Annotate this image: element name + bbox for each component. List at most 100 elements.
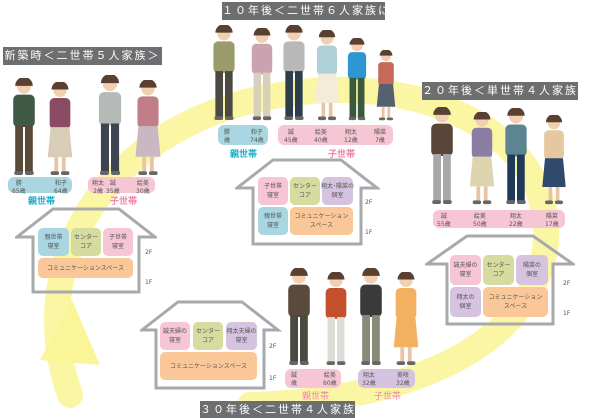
person-age: 7歳	[375, 137, 385, 144]
person-age: 60歳	[323, 380, 337, 387]
stage3-title: ２０年後＜単世帯４人家族に＞	[422, 82, 600, 100]
person-figure	[283, 25, 305, 121]
room-communication-space: コミュニケーションスペース	[160, 352, 257, 380]
person-age: 17歳	[545, 221, 559, 228]
person-figure	[505, 108, 527, 205]
person-name: 翔太	[344, 129, 357, 136]
floor-label: 1F	[269, 375, 277, 382]
floor-label: 1F	[563, 310, 571, 317]
person-age: 30歳	[136, 188, 150, 195]
person-age: 45歳	[284, 137, 298, 144]
person-figure	[360, 268, 382, 366]
stage2-title: １０年後＜二世帯６人家族に＞	[222, 2, 402, 20]
person-name: 陽菜	[545, 213, 558, 220]
room-parent-bedroom: 親世帯 寝室	[38, 228, 69, 256]
child-household-label: 子世帯	[328, 150, 356, 160]
person-age: 歳	[224, 137, 231, 144]
person-figure	[13, 78, 35, 176]
person-age: 2歳	[93, 188, 103, 195]
house-outline-icon	[235, 158, 380, 246]
person-name: 誠	[291, 372, 298, 379]
house-outline-icon	[425, 234, 575, 326]
person-figure	[325, 272, 347, 366]
child-household-label: 子世帯	[110, 197, 138, 207]
house-outline-icon	[140, 300, 282, 390]
room-son-couple-bedroom: 翔太夫婦の 寝室	[226, 322, 257, 350]
room-son-private: 翔太の 個室	[450, 287, 481, 317]
person-age: 74歳	[250, 137, 264, 144]
person-age: 50歳	[473, 221, 487, 228]
room-communication-space: コミュニケーション スペース	[290, 207, 353, 235]
room-parent-bedroom: 親世帯 寝室	[258, 207, 288, 235]
floor-label: 2F	[365, 199, 373, 206]
room-couple-bedroom: 誠夫婦の 寝室	[160, 322, 190, 350]
person-age: 22歳	[509, 221, 523, 228]
child-household-label: 子世帯	[374, 392, 402, 402]
room-center-core: センター コア	[290, 177, 320, 205]
room-communication-space: コミュニケーションスペース	[38, 258, 133, 278]
person-figure	[251, 28, 273, 121]
person-name: 翔太	[92, 180, 105, 187]
person-figure	[315, 30, 339, 121]
person-name: 和子	[54, 180, 67, 187]
person-name: 和子	[250, 129, 263, 136]
person-figure	[431, 107, 453, 205]
person-age: 12歳	[344, 137, 358, 144]
person-name: 翔太	[362, 372, 375, 379]
person-name: 勝	[224, 129, 231, 136]
parent-household-label: 親世帯	[302, 392, 330, 402]
person-figure	[469, 112, 495, 205]
person-name: 絵美	[136, 180, 149, 187]
floor-label: 2F	[563, 280, 571, 287]
room-center-core: センター コア	[193, 322, 223, 350]
stage4-title: ３０年後＜二世帯４人家族に＞	[200, 401, 382, 418]
floor-label: 1F	[365, 229, 373, 236]
person-figure	[213, 25, 235, 121]
room-kids-private: 翔太･陽菜の 個室	[321, 177, 354, 205]
person: 勝歳	[224, 129, 230, 145]
person-name: 絵美	[314, 129, 327, 136]
arrow-head-icon	[40, 300, 100, 365]
person-age: 55歳	[437, 221, 451, 228]
person-name: 陽菜	[374, 129, 387, 136]
person-age: 歳	[291, 380, 298, 387]
person-figure	[376, 50, 396, 121]
room-daughter-private: 陽菜の 個室	[516, 255, 548, 285]
person-age: 64歳	[54, 188, 68, 195]
floor-label: 2F	[269, 343, 277, 350]
person-name: 誠	[440, 213, 447, 220]
parent-household-label: 親世帯	[28, 197, 56, 207]
person-figure	[47, 82, 73, 176]
person-age: 65歳	[12, 188, 26, 195]
house-outline-icon	[15, 207, 157, 294]
room-communication-space: コミュニケーション スペース	[483, 287, 548, 317]
person-age: 40歳	[314, 137, 328, 144]
person-name: 絵美	[323, 372, 336, 379]
person-figure	[135, 80, 161, 176]
person-name: 勝	[15, 180, 22, 187]
person-name: 誠	[287, 129, 294, 136]
